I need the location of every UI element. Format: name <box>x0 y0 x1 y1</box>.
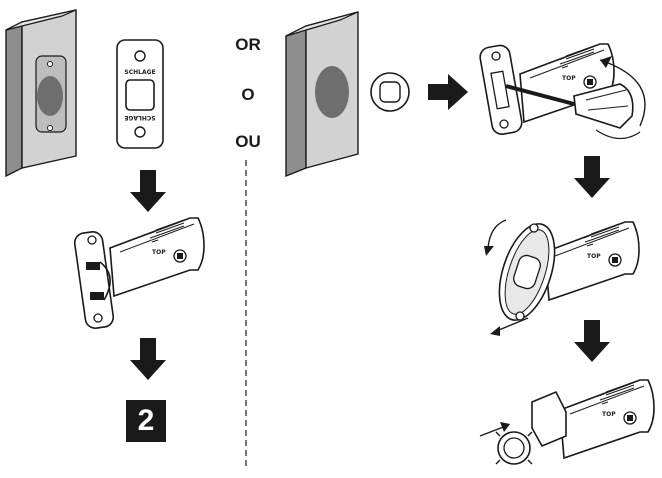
or-label-spanish: O <box>241 85 255 104</box>
arrow-right-icon <box>428 74 468 110</box>
or-label-french: OU <box>235 132 261 151</box>
arrow-down-icon <box>130 338 166 380</box>
strike-plate-text-bottom: SCHLAGE <box>124 114 155 121</box>
latch-with-screwdriver <box>479 43 646 140</box>
arrow-down-icon <box>574 320 610 362</box>
latch-removing-faceplate <box>484 219 640 336</box>
drive-in-collar <box>370 72 410 112</box>
arrow-down-icon <box>574 156 610 198</box>
strike-plate: SCHLAGE SCHLAGE <box>116 39 164 149</box>
latch-with-faceplate <box>73 217 205 329</box>
door-edge-mortised <box>5 9 77 178</box>
latch-with-drive-in-adapter <box>479 379 655 465</box>
arrow-down-icon <box>130 170 166 212</box>
strike-plate-text-top: SCHLAGE <box>124 69 155 76</box>
door-edge-drive-in <box>285 11 359 178</box>
step-number-badge: 2 <box>126 400 166 442</box>
or-label-english: OR <box>235 35 261 54</box>
